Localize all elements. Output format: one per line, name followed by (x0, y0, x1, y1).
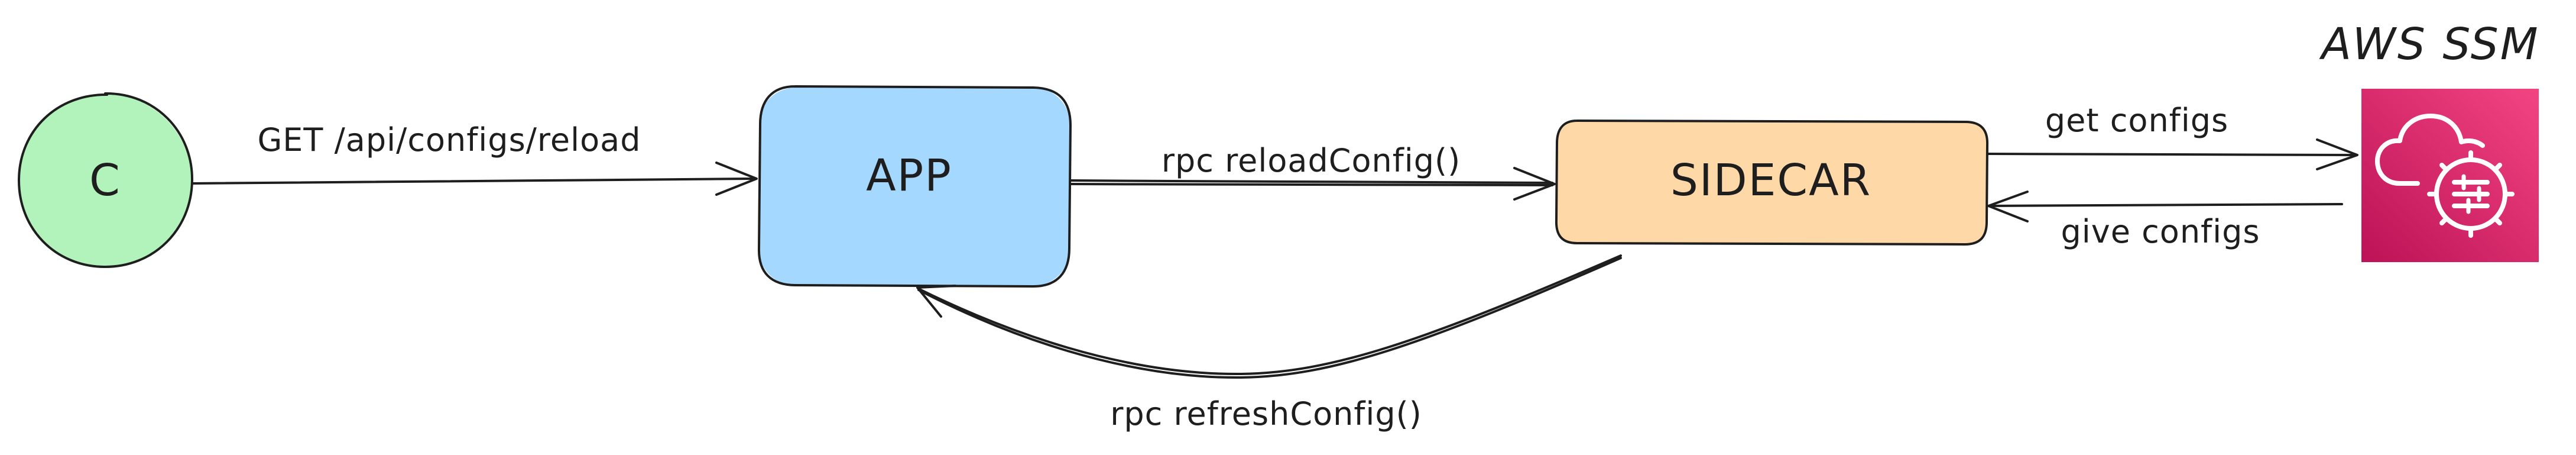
aws-ssm-node[interactable]: AWS SSM (2319, 19, 2539, 262)
edge-aws-to-sidecar-line (1988, 203, 2343, 207)
edge-sidecar-to-app[interactable]: rpc refreshConfig() (916, 254, 1622, 433)
edge-app-to-sidecar-label: rpc reloadConfig() (1162, 142, 1461, 179)
app-box (759, 88, 1070, 286)
edge-sidecar-to-app-line (917, 254, 1622, 376)
edge-sidecar-to-aws-arrowhead (2316, 138, 2358, 170)
aws-ssm-title: AWS SSM (2319, 19, 2539, 70)
edge-sidecar-to-aws-label: get configs (2045, 102, 2228, 139)
edge-aws-to-sidecar-arrowhead (1987, 191, 2029, 222)
edge-sidecar-to-app-arrowhead (916, 285, 956, 318)
edge-sidecar-to-aws-line (1987, 153, 2356, 156)
edge-app-to-sidecar-line-2 (1070, 183, 1553, 186)
app-label: APP (866, 150, 952, 201)
client-label: C (89, 155, 121, 206)
edge-aws-to-sidecar[interactable]: give configs (1987, 191, 2343, 250)
edge-sidecar-to-app-line-2 (917, 257, 1622, 379)
edge-client-to-app-arrowhead (715, 162, 758, 196)
edge-client-to-app-line (192, 178, 757, 185)
sidecar-node[interactable]: SIDECAR (1555, 120, 1989, 246)
sidecar-outline (1555, 120, 1989, 246)
sidecar-box (1556, 121, 1987, 244)
edge-aws-to-sidecar-label: give configs (2061, 213, 2260, 250)
client-node[interactable]: C (17, 92, 194, 269)
app-node[interactable]: APP (757, 85, 1072, 288)
app-outline (757, 85, 1072, 288)
edge-app-to-sidecar-arrowhead (1513, 167, 1556, 201)
edge-client-to-app[interactable]: GET /api/configs/reload (192, 121, 758, 196)
systems-manager-icon (2375, 114, 2515, 238)
edge-sidecar-to-aws[interactable]: get configs (1987, 102, 2358, 170)
edge-app-to-sidecar-line (1070, 179, 1553, 184)
client-outline (17, 92, 194, 269)
edge-client-to-app-label: GET /api/configs/reload (257, 121, 641, 159)
client-circle (19, 94, 192, 267)
sidecar-label: SIDECAR (1670, 155, 1871, 206)
edge-sidecar-to-app-label: rpc refreshConfig() (1110, 395, 1422, 433)
edge-app-to-sidecar[interactable]: rpc reloadConfig() (1070, 142, 1556, 201)
aws-ssm-icon-tile (2361, 89, 2539, 262)
